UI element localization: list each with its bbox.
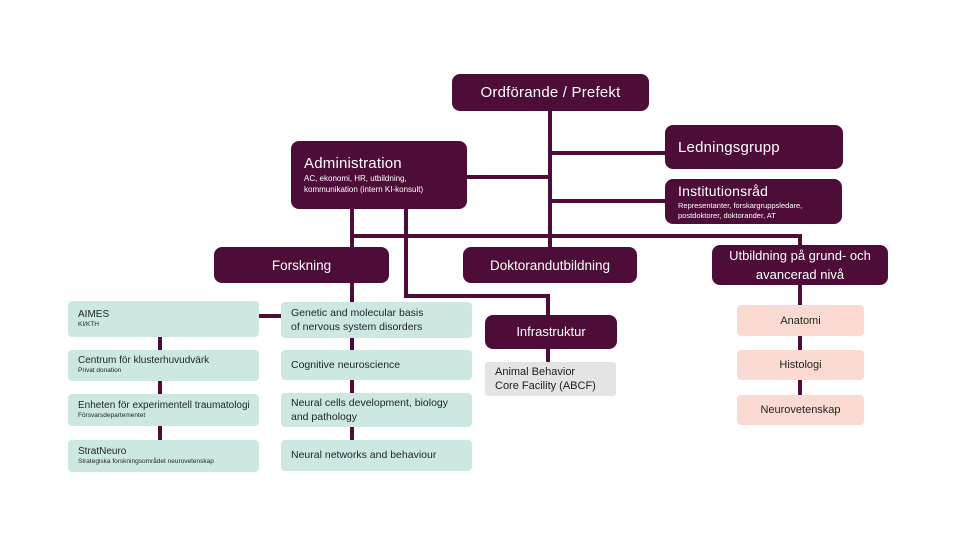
node-institutionsrad-label: Institutionsråd bbox=[678, 182, 769, 199]
node-enheten-traumatologi: Enheten för experimentell traumatologi F… bbox=[68, 394, 259, 426]
node-neural-networks: Neural networks and behaviour bbox=[281, 440, 472, 471]
connector-anatomi-histologi bbox=[798, 336, 802, 350]
node-stratneuro-sublabel: Strategiska forskningsområdet neuroveten… bbox=[78, 457, 214, 465]
connector-centrum-enheten bbox=[158, 381, 162, 394]
node-aimes-sublabel: KI/KTH bbox=[78, 320, 99, 328]
connector-aimes-genetic bbox=[259, 314, 281, 318]
node-anatomi-label: Anatomi bbox=[780, 314, 821, 327]
node-doktorandutbildning-label: Doktorandutbildning bbox=[489, 257, 611, 273]
node-ordforande-prefekt-label: Ordförande / Prefekt bbox=[480, 84, 621, 101]
connector-histologi-neurovetenskap bbox=[798, 380, 802, 395]
node-enheten-label: Enheten för experimentell traumatologi bbox=[78, 399, 250, 411]
connector-enheten-stratneuro bbox=[158, 426, 162, 440]
node-cognitive-label: Cognitive neuroscience bbox=[291, 358, 401, 371]
node-neurovetenskap-label: Neurovetenskap bbox=[760, 404, 841, 416]
node-ledningsgrupp-label: Ledningsgrupp bbox=[678, 138, 780, 156]
node-genetic-molecular-basis: Genetic and molecular basis of nervous s… bbox=[281, 302, 472, 338]
node-utbildning-label: Utbildning på grund- och avancerad nivå bbox=[729, 247, 871, 283]
node-anatomi: Anatomi bbox=[737, 305, 864, 336]
connector-genetic-cognitive bbox=[350, 338, 354, 350]
connector-infrastruktur-elbow bbox=[404, 294, 550, 298]
node-doktorandutbildning: Doktorandutbildning bbox=[463, 247, 637, 283]
node-utbildning-grund-avancerad: Utbildning på grund- och avancerad nivå bbox=[712, 245, 888, 285]
node-neural-cells-label: Neural cells development, biology and pa… bbox=[291, 396, 449, 423]
node-ordforande-prefekt: Ordförande / Prefekt bbox=[452, 74, 649, 111]
connector-neuralcells-neuralnetworks bbox=[350, 427, 354, 440]
node-neurovetenskap: Neurovetenskap bbox=[737, 395, 864, 425]
node-administration-sublabel: AC, ekonomi, HR, utbildning, kommunikati… bbox=[304, 174, 424, 194]
node-ledningsgrupp: Ledningsgrupp bbox=[665, 125, 843, 169]
connector-administration bbox=[467, 175, 550, 179]
node-centrum-label: Centrum för klusterhuvudvärk bbox=[78, 355, 210, 367]
node-infrastruktur-label: Infrastruktur bbox=[516, 324, 586, 340]
node-histologi: Histologi bbox=[737, 350, 864, 380]
node-centrum-klusterhuvudvark: Centrum för klusterhuvudvärk Privat dona… bbox=[68, 350, 259, 381]
connector-infrastruktur-top bbox=[546, 294, 550, 315]
node-abcf-label: Animal Behavior Core Facility (ABCF) bbox=[495, 365, 596, 392]
connector-admin-infrastruktur-drop bbox=[404, 209, 408, 296]
node-abcf: Animal Behavior Core Facility (ABCF) bbox=[485, 362, 616, 396]
connector-utbildning-anatomi bbox=[798, 285, 802, 305]
connector-institutionsrad bbox=[550, 199, 665, 203]
connector-main-bus bbox=[351, 234, 802, 238]
connector-root-trunk bbox=[548, 111, 552, 247]
node-enheten-sublabel: Försvarsdepartementet bbox=[78, 411, 146, 419]
node-forskning: Forskning bbox=[214, 247, 389, 283]
node-stratneuro-label: StratNeuro bbox=[78, 445, 127, 457]
connector-utbildning-top bbox=[798, 236, 802, 245]
node-infrastruktur: Infrastruktur bbox=[485, 315, 617, 349]
connector-ledningsgrupp bbox=[550, 151, 665, 155]
node-neural-networks-label: Neural networks and behaviour bbox=[291, 449, 437, 462]
connector-aimes-centrum bbox=[158, 337, 162, 350]
connector-cognitive-neuralcells bbox=[350, 380, 354, 393]
node-neural-cells: Neural cells development, biology and pa… bbox=[281, 393, 472, 427]
node-genetic-label: Genetic and molecular basis of nervous s… bbox=[291, 306, 424, 333]
connector-infrastruktur-abcf bbox=[546, 349, 550, 362]
node-administration-label: Administration bbox=[304, 155, 402, 173]
node-administration: Administration AC, ekonomi, HR, utbildni… bbox=[291, 141, 467, 209]
node-histologi-label: Histologi bbox=[779, 359, 822, 371]
node-forskning-label: Forskning bbox=[271, 257, 332, 273]
node-centrum-sublabel: Privat donation bbox=[78, 367, 122, 375]
node-stratneuro: StratNeuro Strategiska forskningsområdet… bbox=[68, 440, 259, 472]
node-aimes-label: AIMES bbox=[78, 308, 110, 320]
node-cognitive-neuroscience: Cognitive neuroscience bbox=[281, 350, 472, 380]
node-institutionsrad-sublabel: Representanter, forskargruppsledare, pos… bbox=[678, 200, 803, 220]
node-institutionsrad: Institutionsråd Representanter, forskarg… bbox=[665, 179, 842, 224]
node-aimes: AIMES KI/KTH bbox=[68, 301, 259, 337]
